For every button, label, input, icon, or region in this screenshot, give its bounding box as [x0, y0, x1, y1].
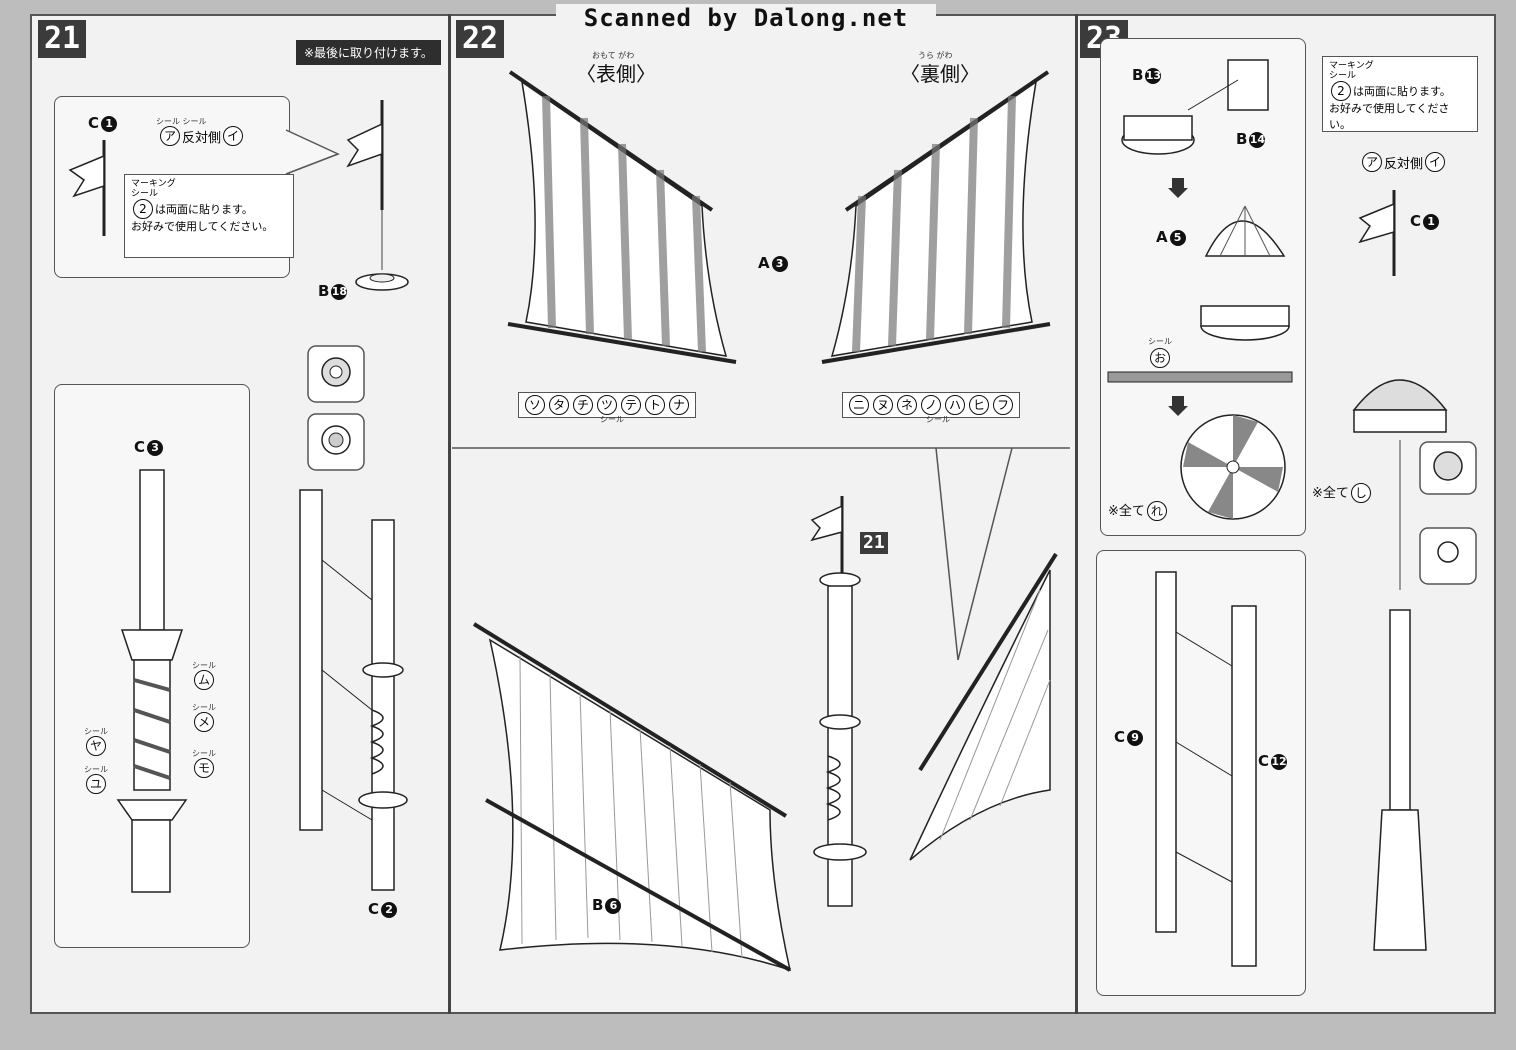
seal-i: イ [223, 126, 244, 146]
dome-drawing [1200, 205, 1290, 341]
step23-detail-2 [1419, 527, 1477, 585]
back-seal-ne: ネ [897, 395, 917, 415]
step-21-number: 21 [38, 20, 87, 58]
lower-mast-drawing [1155, 571, 1257, 967]
turret-mast-assembly [1352, 379, 1448, 951]
seal-ya: ヤ [86, 736, 106, 756]
marking-line2: お好みで使用してください。 [131, 220, 274, 233]
callout-lines [452, 447, 1070, 661]
step-23-mast-panel [1096, 550, 1306, 996]
back-seal-hi: ヒ [969, 395, 989, 415]
down-arrow-1 [1168, 178, 1188, 198]
marking-line1: は両面に貼ります。 [155, 203, 253, 216]
roof-seal-circle [1180, 414, 1286, 520]
step23-marking-line1: は両面に貼ります。 [1353, 85, 1451, 98]
step-21-attach-last-note: ※最後に取り付けます。 [296, 40, 441, 65]
back-seal-caption: シール [926, 415, 950, 424]
step23-seal-i: イ [1425, 152, 1446, 172]
seal-yu: ユ [86, 774, 106, 794]
mast-seal-drawing [116, 469, 188, 893]
front-sail-drawing [507, 70, 737, 364]
seal-mo-cap: シール [192, 749, 216, 758]
seal-o-cap: シール [1148, 337, 1172, 346]
step23-detail-1 [1419, 441, 1477, 495]
turret-parts-drawing [1121, 59, 1269, 155]
detail-circle-1 [307, 345, 365, 403]
flag-part-drawing [68, 140, 106, 236]
front-seal-na: ナ [669, 395, 689, 415]
marking-header: マーキング シール [131, 179, 176, 199]
back-side-ruby: うら がわ [918, 51, 953, 60]
all-re-note: ※全てれ [1108, 500, 1169, 521]
front-seal-te: テ [621, 395, 641, 415]
step23-marking-header: マーキング シール [1329, 61, 1374, 81]
back-sail-drawing [821, 70, 1051, 364]
mast-assembly-drawing [299, 489, 408, 891]
front-seal-caption: シール [600, 415, 624, 424]
seal-mo: モ [194, 758, 214, 778]
back-seal-nu: ヌ [873, 395, 893, 415]
back-side-heading: 〈裏側〉 [900, 62, 980, 86]
step-22-number: 22 [456, 20, 505, 58]
seal-o: お [1150, 348, 1170, 368]
step23-flag-drawing [1358, 190, 1396, 276]
back-seal-ha: ハ [945, 395, 965, 415]
seal-header: シール シール [156, 117, 207, 126]
seal-strip [1107, 371, 1293, 383]
divider-22-23 [1075, 14, 1078, 1014]
back-seal-ni: ニ [849, 395, 869, 415]
side-sail-drawing [909, 552, 1058, 861]
seal-mu-cap: シール [192, 661, 216, 670]
step23-marking-2: 2 [1331, 81, 1351, 101]
front-seal-chi: チ [573, 395, 593, 415]
watermark-text: Scanned by Dalong.net [556, 4, 936, 34]
front-seal-row: ソ タ チ ツ テ ト ナ [518, 392, 696, 418]
detail-circle-2 [307, 413, 365, 471]
front-side-ruby: おもて がわ [592, 51, 635, 60]
step-22-ref-21: 21 [860, 532, 888, 554]
callout-pointer [285, 129, 340, 175]
back-seal-no: ノ [921, 395, 941, 415]
seal-ya-cap: シール [84, 727, 108, 736]
main-sail-drawing [472, 622, 792, 972]
front-seal-ta: タ [549, 395, 569, 415]
center-mast-drawing [810, 496, 867, 907]
back-seal-fu: フ [993, 395, 1013, 415]
front-seal-tsu: ツ [597, 395, 617, 415]
seal-opposite: 反対側 [182, 130, 222, 146]
back-seal-row: ニ ヌ ネ ノ ハ ヒ フ [842, 392, 1020, 418]
front-seal-so: ソ [525, 395, 545, 415]
seal-a: ア [160, 126, 180, 146]
divider-21-22 [448, 14, 451, 1014]
seal-mu: ム [194, 670, 214, 690]
step23-seal-a-i-row: ア 反対側 イ [1360, 152, 1447, 172]
all-shi-note: ※全てし [1312, 482, 1373, 503]
step23-seal-a: ア [1362, 152, 1382, 172]
flagpole-top-drawing [346, 100, 409, 291]
front-seal-to: ト [645, 395, 665, 415]
seal-me: メ [194, 712, 214, 732]
front-side-heading: 〈表側〉 [576, 62, 656, 86]
step23-seal-opposite: 反対側 [1384, 156, 1424, 172]
seal-yu-cap: シール [84, 765, 108, 774]
down-arrow-2 [1168, 396, 1188, 416]
marking-2: 2 [133, 199, 153, 219]
seal-a-i-row: ア 反対側 イ [158, 126, 245, 146]
step23-marking-line2: お好みで使用してください。 [1329, 102, 1450, 131]
seal-me-cap: シール [192, 703, 216, 712]
